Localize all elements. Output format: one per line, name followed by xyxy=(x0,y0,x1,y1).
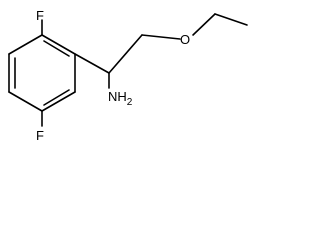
ch-to-ch2-bond xyxy=(108,34,143,74)
ring-bond-6 xyxy=(8,34,43,55)
molecule-canvas: F F O NH2 xyxy=(8,8,248,143)
ring-bond-1 xyxy=(41,34,76,55)
amine-label-main: NH xyxy=(108,89,127,104)
ethyl-bond xyxy=(214,13,248,26)
ring-double-bond-1 xyxy=(43,40,70,57)
fluorine-top-label: F xyxy=(36,8,44,23)
fluorine-bottom-label: F xyxy=(36,128,44,143)
ch2-to-oxygen-bond xyxy=(141,34,181,40)
amine-label: NH2 xyxy=(108,89,133,108)
ring-double-bond-2 xyxy=(43,89,70,106)
structure-diagram: F F O NH2 xyxy=(8,8,248,143)
ring-to-ch-bond xyxy=(74,53,110,74)
oxygen-label: O xyxy=(180,32,190,47)
ring-bond-4 xyxy=(8,91,43,112)
amine-label-subscript: 2 xyxy=(127,97,133,108)
ring-bond-3 xyxy=(41,91,76,112)
oxygen-to-ethyl-bond xyxy=(192,13,216,36)
